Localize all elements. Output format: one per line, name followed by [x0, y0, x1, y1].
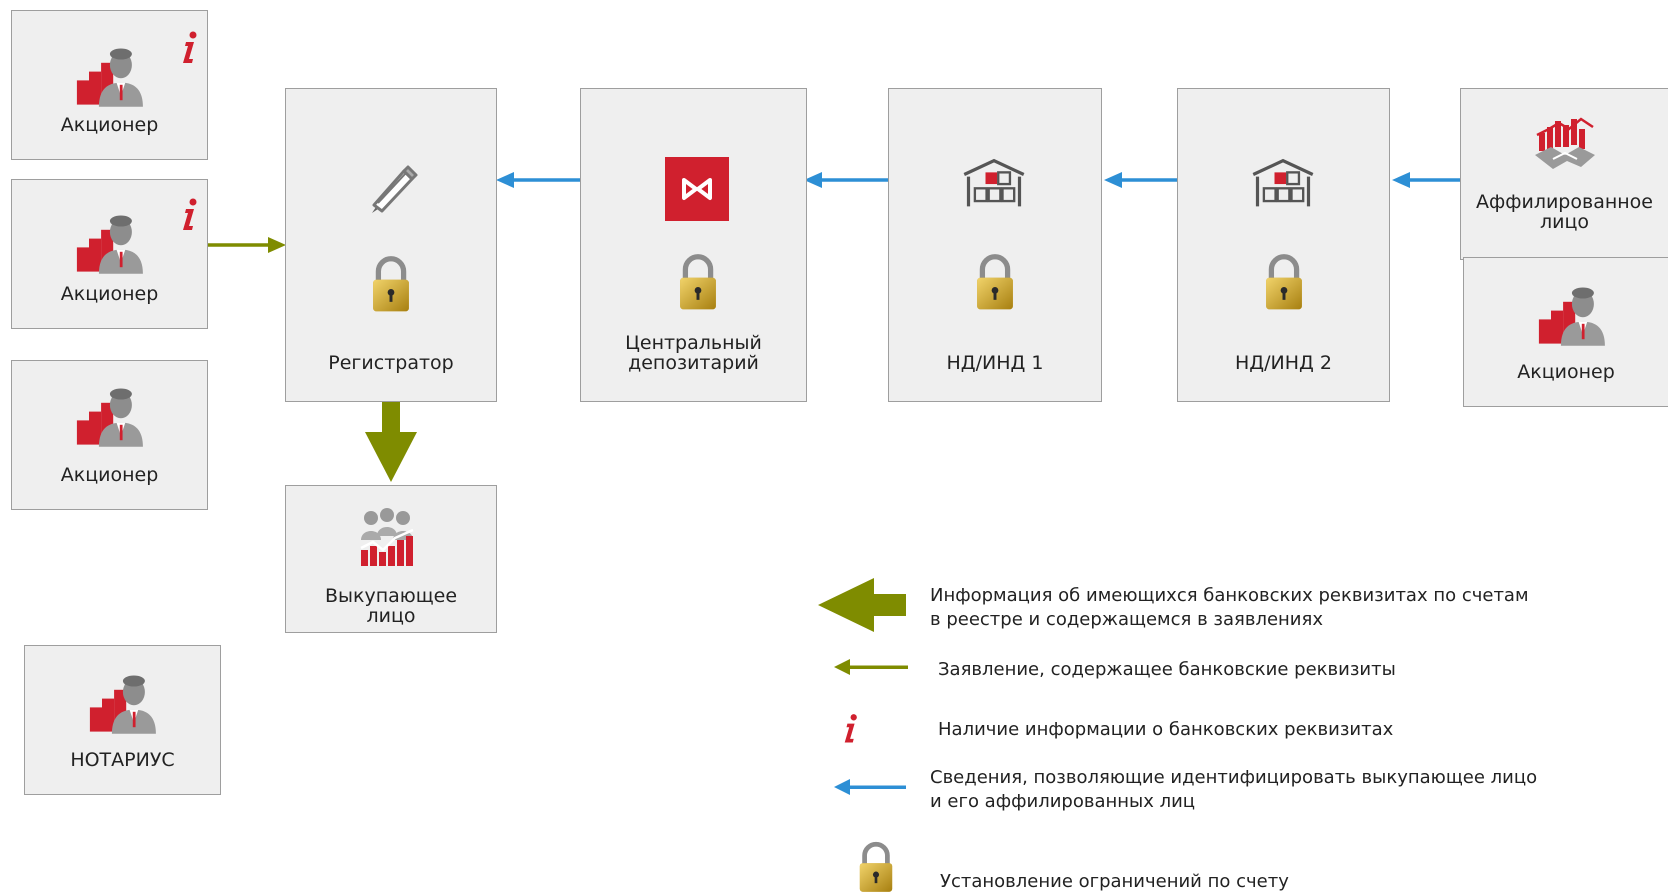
buyer-box: Выкупающее лицо [285, 485, 497, 633]
shareholder-label: Акционер [60, 114, 159, 136]
legend-blue-arrow-icon [834, 779, 906, 795]
bank-details-arrow [382, 402, 400, 434]
nd-ind-1-box: НД/ИНД 1 [888, 88, 1102, 402]
lock-icon [677, 252, 719, 312]
legend-lock-icon [857, 840, 895, 894]
shareholder-box-3: Акционер [11, 360, 208, 510]
legend-big-arrow-icon [818, 578, 906, 632]
moex-logo-icon [665, 157, 729, 221]
legend-blue-arrow-text: Сведения, позволяющие идентифицировать в… [930, 767, 1538, 812]
shareholder-label: Акционер [60, 283, 159, 305]
central-depository-box: Центральный депозитарий [580, 88, 807, 402]
nd-ind-1-label: НД/ИНД 1 [946, 352, 1044, 374]
registrar-box: Регистратор [285, 88, 497, 402]
legend-big-arrow-text: Информация об имеющихся банковских рекви… [930, 585, 1529, 630]
lock-icon [974, 252, 1016, 312]
legend-info-icon [842, 713, 860, 745]
nd-ind-2-box: НД/ИНД 2 [1177, 88, 1390, 402]
person-icon [1532, 282, 1614, 348]
notary-label: НОТАРИУС [70, 749, 175, 771]
notary-box: НОТАРИУС [24, 645, 221, 795]
person-icon [70, 210, 152, 276]
shareholder-label: Акционер [60, 464, 159, 486]
central-depository-label: Центральный депозитарий [625, 332, 762, 374]
nd-ind-2-label: НД/ИНД 2 [1234, 352, 1332, 374]
info-icon [180, 198, 200, 232]
buyer-label: Выкупающее лицо [324, 585, 458, 627]
lock-icon [370, 254, 412, 314]
person-icon [70, 43, 152, 109]
person-icon [83, 670, 165, 736]
group-icon [360, 508, 414, 566]
handshake-icon [1535, 117, 1595, 169]
affiliate-box: Аффилированное лицо [1460, 88, 1668, 260]
legend-lock-text: Установление ограничений по счету [940, 871, 1289, 892]
warehouse-icon [1249, 157, 1317, 209]
pencil-icon [372, 165, 418, 213]
legend-info-text: Наличие информации о банковских реквизит… [938, 719, 1394, 740]
info-icon [180, 31, 200, 65]
affiliate-label: Аффилированное лицо [1475, 191, 1653, 233]
shareholder-box-right: Акционер [1463, 257, 1668, 407]
registrar-label: Регистратор [328, 352, 454, 374]
warehouse-icon [960, 157, 1028, 209]
person-icon [70, 383, 152, 449]
shareholder-box-1: Акционер [11, 10, 208, 160]
shareholder-label: Акционер [1517, 361, 1615, 383]
legend-small-arrow-icon [834, 659, 908, 675]
legend-small-arrow-text: Заявление, содержащее банковские реквизи… [938, 659, 1396, 680]
lock-icon [1263, 252, 1305, 312]
shareholder-box-2: Акционер [11, 179, 208, 329]
